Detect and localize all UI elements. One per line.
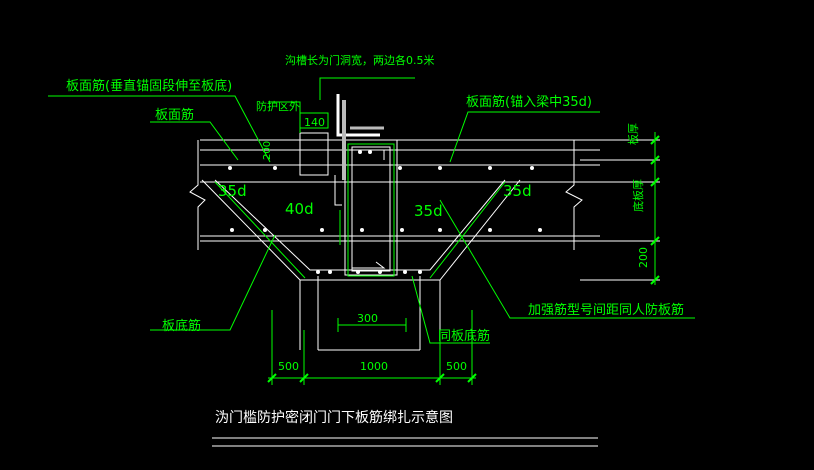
dim-35d-mid: 35d <box>414 202 443 220</box>
top-note: 沟槽长为门洞宽，两边各0.5米 <box>285 53 435 67</box>
label-same-bottom-bar: 同板底筋 <box>438 328 490 344</box>
dim-200-left: 200 <box>262 141 273 160</box>
label-board-face-vertical: 板面筋(垂直锚固段伸至板底) <box>66 78 232 94</box>
dim-500-left: 500 <box>278 360 299 373</box>
structure-lines <box>189 94 660 351</box>
leader-lines <box>48 77 695 385</box>
label-slab-bottom-bar: 板底筋 <box>162 318 201 334</box>
dim-140: 140 <box>304 116 325 129</box>
dim-300: 300 <box>357 312 378 325</box>
dim-35d-left: 35d <box>218 182 247 200</box>
dim-35d-right: 35d <box>503 182 532 200</box>
label-slab-thickness: 板厚 <box>626 123 640 145</box>
dim-40d: 40d <box>285 200 314 218</box>
label-protection-outside: 防护区外 <box>256 99 300 113</box>
dim-200-right: 200 <box>637 247 650 268</box>
dim-500-right: 500 <box>446 360 467 373</box>
title-underlines <box>212 437 598 447</box>
annotation-texts: 沟槽长为门洞宽，两边各0.5米 板面筋(垂直锚固段伸至板底) 板面筋 防护区外 … <box>66 53 684 373</box>
label-reinforcing-note: 加强筋型号间距同人防板筋 <box>528 302 684 318</box>
label-board-face-anchor: 板面筋(锚入梁中35d) <box>466 94 592 110</box>
dimension-ticks <box>267 135 660 383</box>
drawing-title: 沩门槛防护密闭门门下板筋绑扎示意图 <box>215 409 453 426</box>
label-board-face-bar: 板面筋 <box>155 107 194 123</box>
label-slab-thickness-2: 底板厚 <box>631 179 645 212</box>
rebar-dots <box>228 150 542 274</box>
dim-1000: 1000 <box>360 360 388 373</box>
